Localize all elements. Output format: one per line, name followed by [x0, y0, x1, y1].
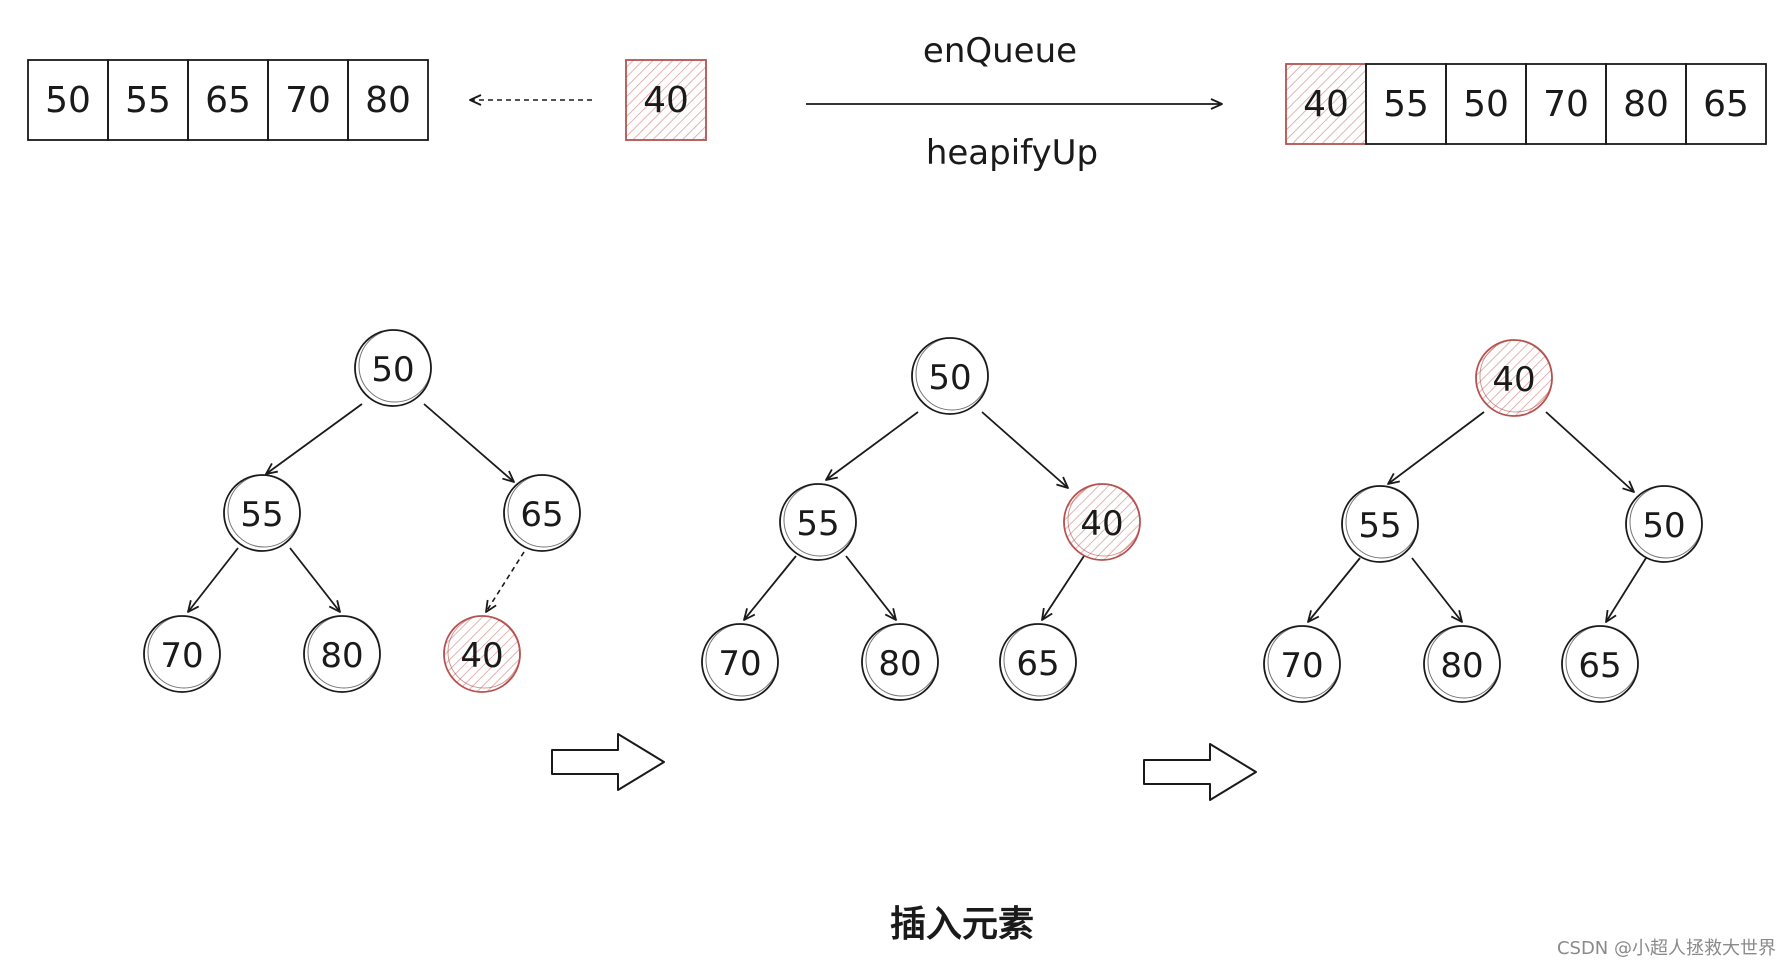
tree-node-value: 40: [1080, 504, 1123, 544]
array-after-cell: 70: [1525, 63, 1607, 145]
tree-node: 50: [911, 337, 989, 415]
tree-node: 55: [223, 474, 301, 552]
tree-node-value: 50: [1642, 506, 1685, 546]
array-after-cell: 65: [1685, 63, 1767, 145]
tree-node-value: 40: [1492, 360, 1535, 400]
tree-edge: [825, 411, 919, 481]
tree-edge: [265, 403, 363, 475]
tree-node: 50: [354, 329, 432, 407]
array-after-cell: 50: [1445, 63, 1527, 145]
tree-node-value: 70: [718, 644, 761, 684]
array-before-value: 65: [205, 80, 251, 121]
tree-node-value: 50: [928, 358, 971, 398]
tree-edge: [187, 547, 239, 613]
tree-node-value: 80: [1440, 646, 1483, 686]
tree-edge: [845, 555, 897, 621]
array-after-value: 40: [1303, 84, 1349, 125]
tree-edge: [423, 403, 515, 483]
tree-node-value: 65: [520, 495, 563, 535]
tree-3: 40 55 50 70 80 65: [1263, 339, 1703, 703]
array-after-value: 70: [1543, 84, 1589, 125]
step-arrow-icon: [551, 733, 665, 791]
tree-node-value: 80: [320, 636, 363, 676]
tree-edge: [1411, 557, 1463, 623]
array-before-cell: 55: [107, 59, 189, 141]
tree-node: 70: [701, 623, 779, 701]
tree-node: 80: [861, 623, 939, 701]
tree-dashed-edge: [485, 551, 525, 613]
tree-1: 50 55 65 70 80 40: [143, 329, 581, 693]
tree-edge: [1307, 557, 1361, 623]
tree-node: 80: [1423, 625, 1501, 703]
array-before-cell: 70: [267, 59, 349, 141]
array-after-value: 55: [1383, 84, 1429, 125]
array-after-cell: 80: [1605, 63, 1687, 145]
tree-node-highlighted: 40: [1063, 483, 1141, 561]
array-before-value: 55: [125, 80, 171, 121]
tree-node-value: 65: [1016, 644, 1059, 684]
new-item-value: 40: [643, 80, 689, 121]
new-item-box: 40: [625, 59, 707, 141]
heapifyup-label: heapifyUp: [926, 133, 1098, 173]
diagram-caption: 插入元素: [890, 904, 1034, 945]
array-before: 50 55 65 70 80: [27, 59, 429, 141]
array-before-cell: 50: [27, 59, 109, 141]
tree-node-value: 65: [1578, 646, 1621, 686]
tree-node-value: 70: [160, 636, 203, 676]
array-after-value: 65: [1703, 84, 1749, 125]
tree-node: 50: [1625, 485, 1703, 563]
tree-node-value: 70: [1280, 646, 1323, 686]
tree-node: 55: [779, 483, 857, 561]
tree-node: 65: [1561, 625, 1639, 703]
tree-node-value: 80: [878, 644, 921, 684]
array-before-cell: 80: [347, 59, 429, 141]
step-arrow-icon: [1143, 743, 1257, 801]
array-after-cell: 55: [1365, 63, 1447, 145]
tree-node-value: 55: [240, 495, 283, 535]
array-after-value: 50: [1463, 84, 1509, 125]
tree-node: 70: [143, 615, 221, 693]
enqueue-label: enQueue: [923, 31, 1077, 71]
array-before-value: 70: [285, 80, 331, 121]
tree-edge: [1041, 555, 1085, 621]
tree-edge: [1605, 557, 1647, 623]
array-after-cell: 40: [1285, 63, 1367, 145]
tree-node-value: 55: [1358, 506, 1401, 546]
array-before-cell: 65: [187, 59, 269, 141]
array-before-value: 50: [45, 80, 91, 121]
tree-edge: [1387, 411, 1485, 485]
tree-node-value: 50: [371, 350, 414, 390]
tree-node-highlighted: 40: [1475, 339, 1553, 417]
tree-edge: [289, 547, 341, 613]
tree-node-value: 40: [460, 636, 503, 676]
tree-node-value: 55: [796, 504, 839, 544]
tree-edge: [981, 411, 1069, 489]
tree-2: 50 55 40 70 80 65: [701, 337, 1141, 701]
watermark: CSDN @小超人拯救大世界: [1557, 938, 1776, 959]
tree-node-highlighted: 40: [443, 615, 521, 693]
tree-node: 65: [999, 623, 1077, 701]
tree-edge: [743, 555, 797, 621]
array-after: 40 55 50 70 80 65: [1285, 63, 1767, 145]
array-after-value: 80: [1623, 84, 1669, 125]
array-before-value: 80: [365, 80, 411, 121]
tree-node: 55: [1341, 485, 1419, 563]
tree-node: 65: [503, 474, 581, 552]
tree-node: 80: [303, 615, 381, 693]
tree-edge: [1545, 411, 1635, 493]
tree-node: 70: [1263, 625, 1341, 703]
